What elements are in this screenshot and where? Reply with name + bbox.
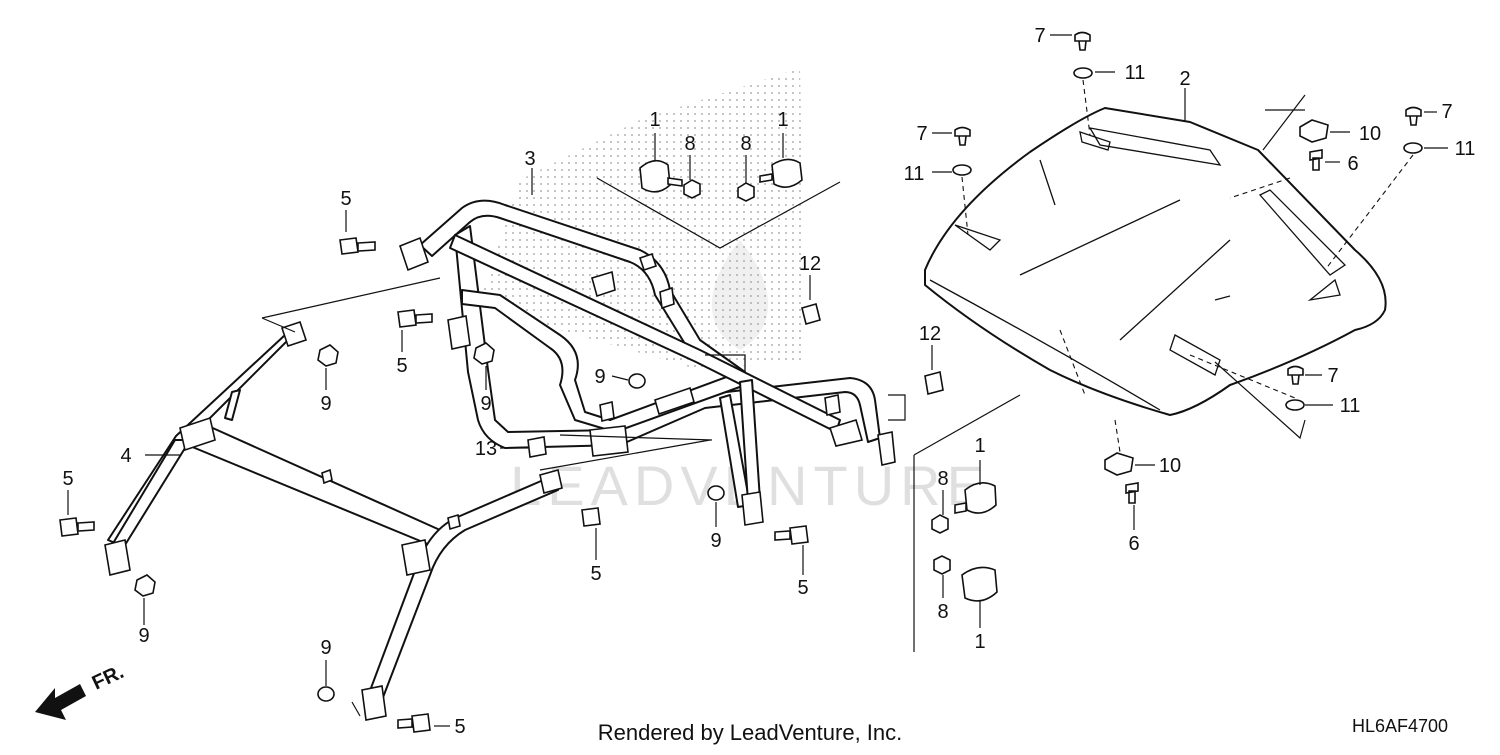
callout-9: 9: [480, 393, 491, 415]
callout-11: 11: [1340, 395, 1361, 417]
callout-1: 1: [649, 109, 660, 131]
callout-1: 1: [974, 631, 985, 653]
callout-7: 7: [1327, 365, 1338, 387]
screw-7a: [1074, 31, 1091, 51]
callout-5: 5: [396, 355, 407, 377]
bolt-12b: [924, 371, 944, 395]
bolt-5a: [339, 237, 376, 255]
callout-9: 9: [138, 625, 149, 647]
callout-5: 5: [340, 188, 351, 210]
nut-8c: [931, 514, 949, 534]
collar-9a: [317, 344, 339, 367]
collar-9b: [473, 342, 495, 365]
nut-8b: [737, 182, 755, 202]
callout-numbers: 1 1 1 1 2 3 4 5 5 5 5 5 5 6 6 7 7 7 7 8 …: [62, 25, 1475, 738]
callout-7: 7: [1441, 101, 1452, 123]
nut-8a: [683, 179, 701, 199]
callout-8: 8: [937, 468, 948, 490]
callout-11: 11: [1125, 62, 1146, 84]
callout-2: 2: [1179, 68, 1190, 90]
clip-10a: [1299, 119, 1329, 143]
callout-8: 8: [740, 133, 751, 155]
front-direction-indicator: FR.: [35, 661, 127, 720]
screw-6a: [1309, 149, 1323, 171]
callout-9: 9: [594, 366, 605, 388]
bolt-13: [527, 436, 547, 458]
bolt-5d: [581, 507, 601, 527]
callout-11: 11: [1455, 138, 1476, 160]
bolt-5e: [774, 525, 809, 545]
rear-roll-frame: [399, 199, 896, 526]
callout-12: 12: [799, 253, 821, 275]
washer-11c: [1403, 142, 1423, 154]
callout-9: 9: [710, 530, 721, 552]
screw-7d: [1287, 365, 1304, 385]
callout-5: 5: [797, 577, 808, 599]
callout-5: 5: [62, 468, 73, 490]
callout-5: 5: [590, 563, 601, 585]
rubber-mount-1c: [964, 482, 997, 514]
screw-7b: [954, 126, 971, 146]
rubber-mount-1d: [961, 566, 998, 602]
collar-9f: [317, 686, 335, 702]
callout-9: 9: [320, 393, 331, 415]
callout-10: 10: [1159, 455, 1181, 477]
callout-6: 6: [1347, 153, 1358, 175]
callout-4: 4: [120, 445, 131, 467]
callout-7: 7: [916, 123, 927, 145]
washer-11b: [952, 164, 972, 176]
callout-9: 9: [320, 637, 331, 659]
callout-3: 3: [524, 148, 535, 170]
washer-11a: [1073, 67, 1093, 79]
rubber-mount-1b: [771, 158, 803, 188]
collar-9c: [628, 373, 646, 389]
callout-11: 11: [904, 163, 925, 185]
washer-11d: [1285, 399, 1305, 411]
bolt-12a: [801, 303, 821, 325]
callout-1: 1: [974, 435, 985, 457]
clip-10b: [1104, 452, 1134, 476]
callout-10: 10: [1359, 123, 1381, 145]
diagram-code: HL6AF4700: [1352, 716, 1448, 736]
rendered-by-credit: Rendered by LeadVenture, Inc.: [598, 720, 903, 745]
nut-8d: [933, 555, 951, 575]
rubber-mount-1a: [639, 159, 671, 193]
screw-7c: [1405, 106, 1422, 126]
collar-9d: [134, 574, 156, 597]
screw-6b: [1125, 482, 1139, 504]
callout-7: 7: [1034, 25, 1045, 47]
callout-13: 13: [475, 438, 497, 460]
callout-5: 5: [454, 716, 465, 738]
callout-8: 8: [684, 133, 695, 155]
collar-9e: [707, 485, 725, 501]
hardware-parts: [59, 31, 1423, 733]
callout-12: 12: [919, 323, 941, 345]
front-label: FR.: [89, 661, 127, 695]
callout-8: 8: [937, 601, 948, 623]
callout-6: 6: [1128, 533, 1139, 555]
bolt-5f: [397, 713, 431, 733]
bolt-5c: [59, 517, 95, 537]
front-arrow-icon: [35, 684, 86, 720]
alignment-lines: [961, 79, 1414, 453]
bolt-5b: [397, 309, 433, 328]
front-roll-frame: [104, 320, 563, 721]
leader-lines: [67, 34, 1448, 727]
callout-1: 1: [777, 109, 788, 131]
